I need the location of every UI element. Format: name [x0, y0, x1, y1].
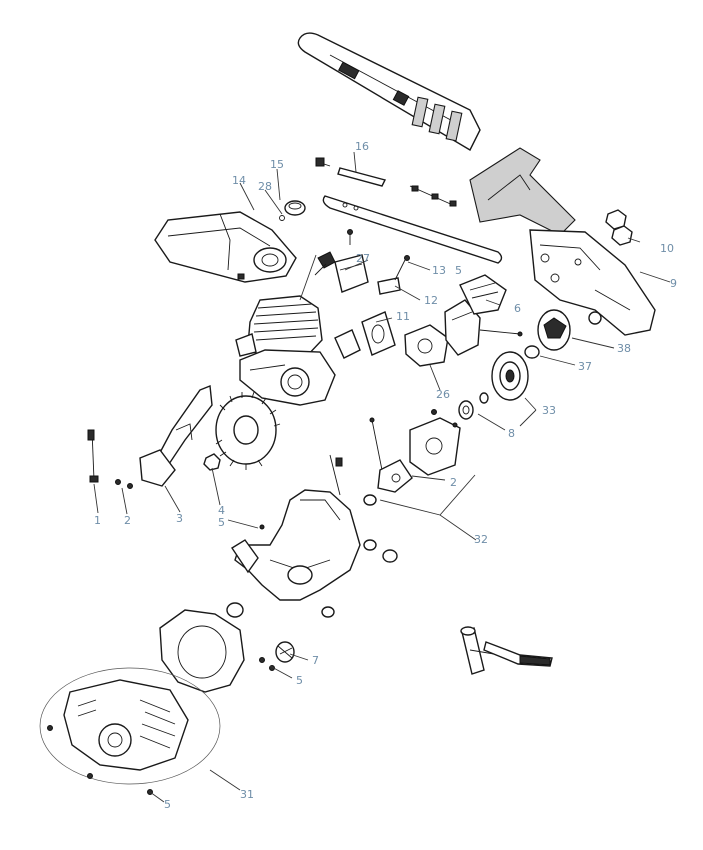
- callout-12: 12: [424, 294, 438, 307]
- callout-38: 38: [617, 342, 631, 355]
- callout-28: 28: [258, 180, 272, 193]
- callout-1: 1: [94, 514, 101, 527]
- top-cover: [154, 211, 297, 283]
- oil-pump-plate: [363, 409, 461, 506]
- callout-5-bottom: 5: [164, 798, 171, 811]
- callout-16: 16: [355, 140, 369, 153]
- main-housing: [231, 454, 398, 601]
- starter-assembly: [39, 667, 221, 795]
- heat-shield: [334, 254, 401, 295]
- callout-26: 26: [436, 388, 450, 401]
- callout-5-left: 5: [218, 516, 225, 529]
- callout-27: 27: [356, 252, 370, 265]
- callout-15: 15: [270, 158, 284, 171]
- scrench-tool: [460, 626, 501, 675]
- callout-37: 37: [578, 360, 592, 373]
- starter-pulley: [259, 606, 335, 671]
- hand-guard: [469, 147, 576, 236]
- callout-7: 7: [312, 654, 319, 667]
- screwdriver-tool: [483, 641, 553, 667]
- clutch-38: [524, 309, 571, 359]
- callout-9: 9: [670, 277, 677, 290]
- callout-32: 32: [474, 533, 488, 546]
- callout-10: 10: [660, 242, 674, 255]
- fan-housing: [159, 602, 245, 693]
- callout-13: 13: [432, 264, 446, 277]
- clutch-cover: [529, 229, 656, 336]
- washer-8: [458, 392, 489, 420]
- bar-nuts: [605, 209, 633, 246]
- saw-chain: [297, 32, 481, 151]
- small-screws-top: [315, 157, 410, 281]
- callout-labels: 16 15 14 28 27 13 5 12 11 6 10 9 38 37 3…: [94, 140, 677, 811]
- leader-lines: [93, 151, 671, 803]
- callout-5-lower: 5: [296, 674, 303, 687]
- callout-5-upper: 5: [455, 264, 462, 277]
- callout-4: 4: [218, 504, 225, 517]
- engine-cylinder: [235, 295, 323, 361]
- flywheel: [203, 391, 281, 471]
- crankcase: [239, 349, 336, 406]
- callout-6: 6: [514, 302, 521, 315]
- callout-2-right: 2: [450, 476, 457, 489]
- callout-2-left: 2: [124, 514, 131, 527]
- guide-bar: [322, 185, 503, 264]
- callout-33: 33: [542, 404, 556, 417]
- screws-left: [87, 429, 133, 489]
- ignition-bracket: [139, 385, 213, 487]
- clutch-drum: [491, 351, 529, 401]
- callout-3: 3: [176, 512, 183, 525]
- air-filter: [459, 274, 507, 315]
- callout-31: 31: [240, 788, 254, 801]
- callout-8-right: 8: [508, 427, 515, 440]
- callout-11: 11: [396, 310, 410, 323]
- fuel-cap: [279, 200, 306, 221]
- callout-14: 14: [232, 174, 246, 187]
- spark-plug: [314, 251, 336, 276]
- intake-parts: [334, 299, 523, 367]
